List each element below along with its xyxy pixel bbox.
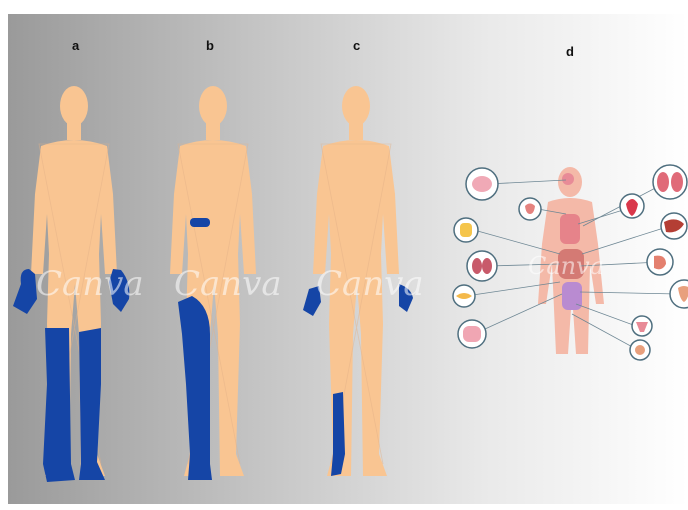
panel-label-d: d xyxy=(566,44,574,59)
body-figure-a-svg xyxy=(9,84,139,494)
body-figure-c-svg xyxy=(291,84,421,494)
panel-label-b: b xyxy=(206,38,214,53)
organ-infographic-svg xyxy=(448,154,688,374)
affected-areas-c xyxy=(303,284,413,476)
body-figure-c xyxy=(291,84,421,494)
panel-label-a: a xyxy=(72,38,79,53)
panel-label-c: c xyxy=(353,38,360,53)
figure-canvas: a b c d xyxy=(8,14,688,504)
organ-infographic xyxy=(448,154,688,374)
body-figure-b-svg xyxy=(148,84,278,494)
body-figure-a xyxy=(9,84,139,494)
body-figure-b xyxy=(148,84,278,494)
